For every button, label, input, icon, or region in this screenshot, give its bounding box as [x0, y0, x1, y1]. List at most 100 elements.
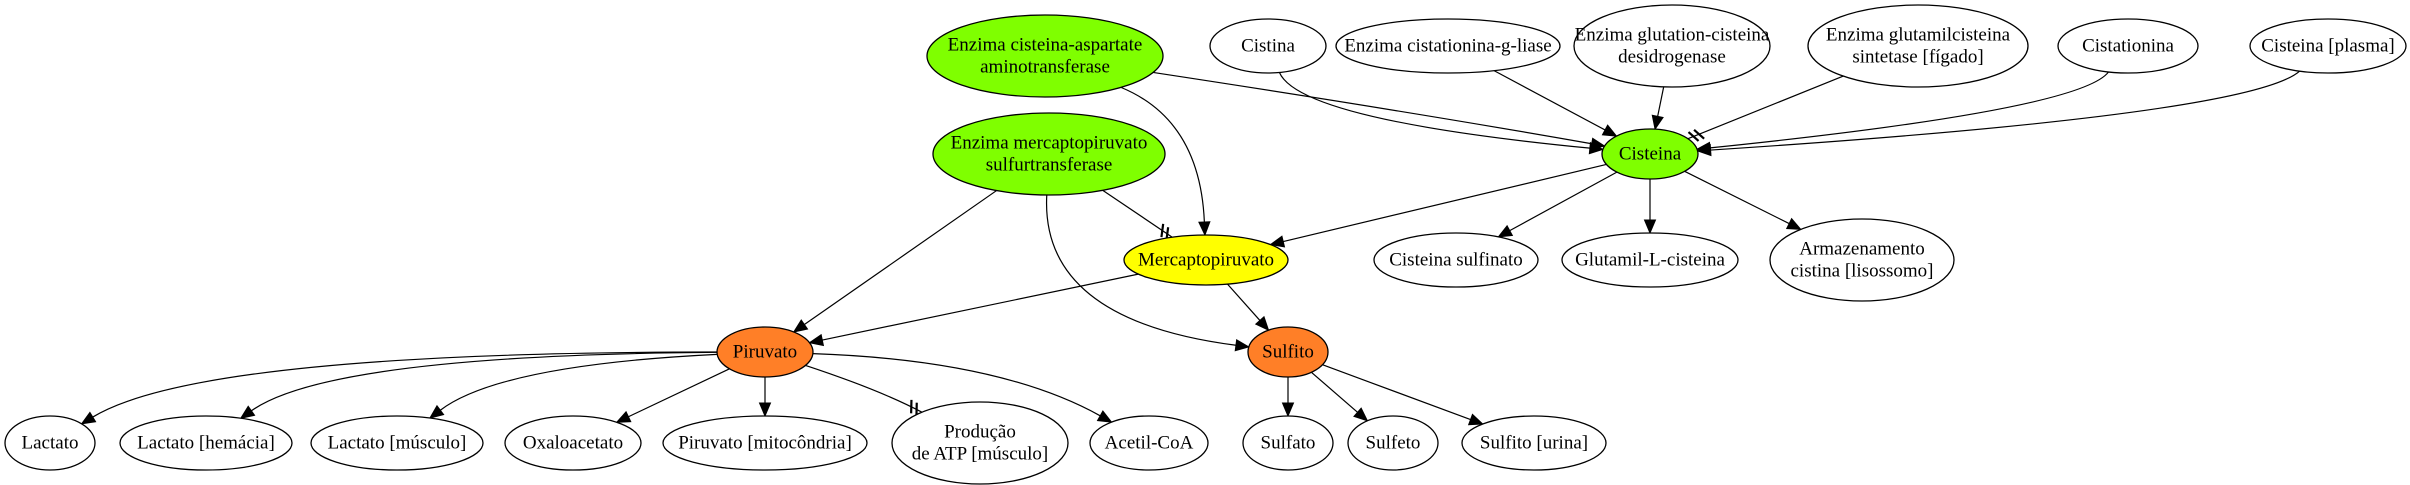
- arrowhead: [1254, 315, 1270, 332]
- edge-line: [1687, 75, 1844, 140]
- edge-cistina-to-cisteina: [1278, 72, 1605, 155]
- node-ellipse: [504, 415, 642, 471]
- node-sulfato: Sulfato: [1242, 415, 1334, 471]
- inhibit-mark: [1160, 223, 1165, 238]
- arrowhead: [239, 405, 256, 420]
- node-ellipse: [1561, 232, 1739, 288]
- edge-mercapto-to-sulfito: [1227, 283, 1270, 332]
- edge-enz_mps-to-sulfito: [1046, 194, 1251, 352]
- node-lact_hem: Lactato [hemácia]: [119, 415, 293, 471]
- arrowhead: [1234, 339, 1251, 352]
- edge-piruvato-to-lactato: [80, 351, 718, 425]
- node-lact_musc: Lactato [músculo]: [310, 415, 484, 471]
- edge-piruvato-to-pir_mito: [758, 377, 772, 418]
- node-label: Sulfeto: [1366, 433, 1421, 454]
- node-ellipse: [1769, 218, 1955, 302]
- arrowhead: [1601, 124, 1618, 137]
- node-ellipse: [2249, 18, 2407, 74]
- node-sulfeto: Sulfeto: [1347, 415, 1439, 471]
- node-label: Mercaptopiruvato: [1138, 250, 1274, 271]
- node-label: Sulfito: [1262, 342, 1314, 363]
- edge-cisteina-to-mercapto: [1269, 163, 1607, 248]
- edge-line: [1322, 364, 1471, 421]
- arrowhead: [1696, 143, 1712, 157]
- node-label: Piruvato: [733, 342, 797, 363]
- node-label: Lactato: [22, 433, 79, 454]
- edge-line: [812, 353, 1101, 417]
- node-enz_cgl: Enzima cistationina-g-liase: [1335, 18, 1561, 74]
- node-ellipse: [662, 415, 868, 471]
- arrowhead: [615, 410, 632, 423]
- edge-line: [805, 364, 923, 413]
- node-ellipse: [1242, 415, 1334, 471]
- node-label: Oxaloacetato: [523, 433, 623, 454]
- edge-cisteina-to-glutamil: [1643, 179, 1657, 235]
- arrowhead: [1651, 114, 1664, 131]
- node-ellipse: [2057, 18, 2199, 74]
- node-label: Piruvato [mitocôndria]: [678, 433, 852, 454]
- node-ellipse: [1089, 415, 1209, 471]
- node-ellipse: [1461, 415, 1607, 471]
- node-label: Enzima mercaptopiruvato: [951, 133, 1148, 154]
- node-label: Lactato [hemácia]: [137, 433, 275, 454]
- node-label: sintetase [fígado]: [1852, 47, 1983, 68]
- inhibit-mark: [1687, 131, 1700, 142]
- node-ellipse: [926, 14, 1164, 98]
- arrowhead: [808, 333, 825, 347]
- edge-line: [1153, 71, 1592, 145]
- edge-sulfito-to-sulfato: [1281, 377, 1295, 418]
- edge-sulfito-to-sulfeto: [1311, 371, 1369, 422]
- arrowhead: [1467, 413, 1484, 426]
- edge-line: [1684, 170, 1790, 225]
- inhibit-mark: [1693, 128, 1705, 140]
- node-label: Lactato [músculo]: [328, 433, 467, 454]
- node-ellipse: [1601, 128, 1699, 180]
- edge-piruvato-to-oxalo: [615, 368, 730, 423]
- edge-layer: [80, 70, 2300, 426]
- edge-line: [1509, 171, 1618, 232]
- arrowhead: [1353, 407, 1369, 422]
- edge-cisteina-to-armazen: [1684, 170, 1802, 230]
- edge-line: [1493, 70, 1606, 131]
- arrowhead: [758, 402, 772, 418]
- node-ellipse: [119, 415, 293, 471]
- node-label: Cisteina: [1619, 144, 1682, 165]
- node-label: Cistationina: [2082, 36, 2174, 57]
- edge-enz_cat-to-mercapto: [1120, 86, 1211, 237]
- edge-line: [804, 190, 997, 326]
- edge-piruvato-to-acetil: [812, 353, 1113, 423]
- arrowhead: [80, 411, 97, 425]
- node-ellipse: [1373, 232, 1539, 288]
- edge-line: [1120, 86, 1205, 223]
- edge-line: [822, 273, 1139, 341]
- edge-enz_mps-to-piruvato: [792, 190, 997, 333]
- edge-enz_gcd-to-cisteina: [1651, 86, 1665, 131]
- node-enz_cat: Enzima cisteina-aspartateaminotransferas…: [926, 14, 1164, 98]
- node-label: Enzima glutamilcisteina: [1826, 25, 2011, 46]
- node-ellipse: [1347, 415, 1439, 471]
- edge-line: [1709, 71, 2110, 149]
- node-label: desidrogenase: [1618, 47, 1726, 68]
- node-oxalo: Oxaloacetato: [504, 415, 642, 471]
- node-ellipse: [1123, 234, 1289, 286]
- node-pir_mito: Piruvato [mitocôndria]: [662, 415, 868, 471]
- node-label: aminotransferase: [980, 57, 1110, 78]
- arrowhead: [1198, 221, 1211, 237]
- edge-line: [1102, 189, 1173, 238]
- node-sulfito_urina: Sulfito [urina]: [1461, 415, 1607, 471]
- edge-line: [1278, 72, 1590, 149]
- node-lactato: Lactato: [4, 415, 96, 471]
- node-label: Armazenamento: [1799, 239, 1925, 260]
- edge-line: [251, 351, 718, 412]
- edge-enz_cat-to-cisteina: [1153, 71, 1606, 150]
- arrowhead: [1096, 410, 1113, 423]
- arrowhead: [1785, 217, 1802, 230]
- node-ellipse: [891, 401, 1069, 485]
- edge-sulfito-to-sulfito_urina: [1322, 364, 1484, 426]
- node-cistationina: Cistationina: [2057, 18, 2199, 74]
- node-label: Glutamil-L-cisteina: [1575, 250, 1725, 271]
- edge-enz_mps-to-mercapto: [1102, 189, 1173, 241]
